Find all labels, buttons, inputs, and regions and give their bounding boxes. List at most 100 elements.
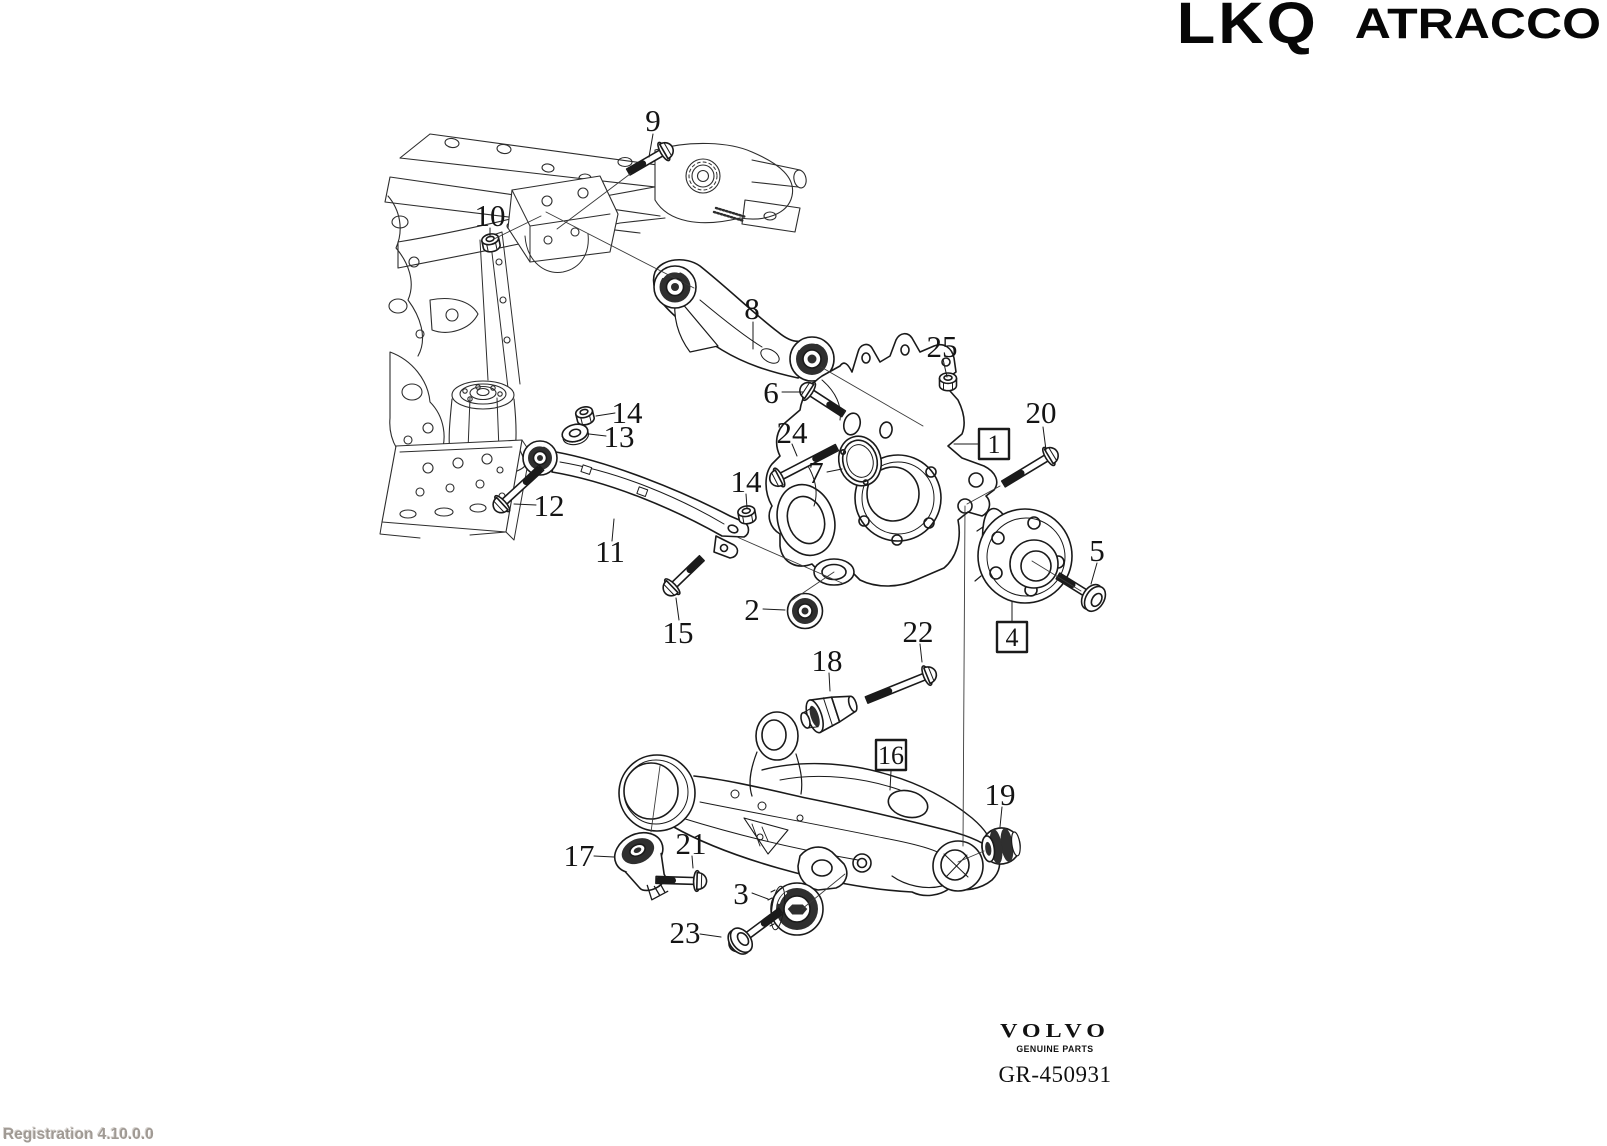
callout-leader — [611, 518, 615, 542]
callout-leader — [942, 358, 948, 378]
part-bushing-19 — [981, 827, 1021, 865]
callout-box — [874, 738, 908, 772]
axis-line-5 — [790, 571, 835, 602]
callout-leader — [828, 672, 831, 692]
callout-leader — [751, 892, 769, 900]
callout-leader — [745, 493, 748, 509]
volvo-genuine-parts-logo: VOLVO GENUINE PARTS GR-450931 — [990, 1020, 1120, 1088]
callout-leader — [919, 643, 923, 663]
callout-14[interactable]: 14 — [731, 464, 763, 509]
callout-18[interactable]: 18 — [812, 643, 843, 692]
callout-17[interactable]: 17 — [564, 838, 615, 873]
callout-number: 13 — [604, 419, 635, 454]
callout-number: 14 — [731, 464, 763, 499]
part-upper-arm — [652, 259, 835, 382]
part-bushing-2 — [786, 592, 824, 630]
callout-box — [995, 620, 1029, 654]
part-nut-25 — [938, 372, 958, 392]
callout-number: 17 — [564, 838, 595, 873]
axis-line-3 — [820, 366, 924, 427]
callout-11[interactable]: 11 — [595, 518, 625, 569]
part-nut-14a — [573, 404, 597, 428]
callout-number: 16 — [878, 741, 904, 770]
callout-leader — [513, 503, 537, 506]
callout-number: 8 — [744, 291, 760, 326]
axis-line-6 — [962, 505, 966, 847]
callout-number: 25 — [927, 329, 958, 364]
callout-7[interactable]: 7 — [808, 455, 843, 490]
callout-leader — [1042, 426, 1047, 451]
volvo-genuine-parts-label: GENUINE PARTS — [1016, 1044, 1094, 1055]
callout-number: 3 — [733, 876, 749, 911]
callout-16[interactable]: 16 — [874, 738, 908, 791]
callout-25[interactable]: 25 — [927, 329, 958, 378]
part-bolt-5 — [1053, 567, 1110, 615]
callout-leader — [648, 133, 654, 158]
callout-12[interactable]: 12 — [513, 488, 565, 523]
callout-number: 18 — [812, 643, 843, 678]
atracco-logo: ATRACCO — [1354, 0, 1601, 48]
callout-number: 9 — [645, 103, 661, 138]
part-bushing-18 — [800, 695, 858, 734]
callout-22[interactable]: 22 — [903, 614, 934, 663]
callout-24[interactable]: 24 — [777, 415, 809, 457]
callout-number: 21 — [676, 826, 707, 861]
lkq-logo: LKQ — [1176, 0, 1319, 57]
callout-number: 20 — [1026, 395, 1057, 430]
callout-19[interactable]: 19 — [985, 777, 1016, 828]
callout-3[interactable]: 3 — [733, 876, 769, 911]
callout-number: 15 — [663, 615, 694, 650]
part-bushing-3 — [766, 882, 824, 936]
header-brand: LKQ ATRACCO — [1176, 0, 1601, 57]
callout-box — [977, 427, 1011, 461]
callout-number: 4 — [1006, 623, 1019, 652]
callout-23[interactable]: 23 — [670, 915, 722, 950]
callout-number: 11 — [595, 534, 625, 569]
part-lower-arm — [618, 711, 1001, 897]
axis-line-4 — [736, 536, 843, 584]
callout-number: 6 — [763, 375, 779, 410]
callout-20[interactable]: 20 — [1026, 395, 1057, 451]
axis-line-7 — [1031, 560, 1082, 592]
callout-leader — [593, 855, 615, 858]
part-bolt-22 — [863, 662, 940, 709]
callout-14[interactable]: 14 — [595, 395, 644, 430]
callout-8[interactable]: 8 — [744, 291, 760, 350]
callout-15[interactable]: 15 — [663, 597, 694, 650]
callout-2[interactable]: 2 — [744, 592, 786, 627]
axis-line-8 — [966, 485, 1001, 505]
callout-number: 14 — [612, 395, 644, 430]
callout-number: 19 — [985, 777, 1016, 812]
callout-21[interactable]: 21 — [676, 826, 707, 869]
callout-leader — [588, 433, 607, 437]
callout-leader — [826, 468, 843, 473]
callout-leader — [699, 933, 722, 938]
callout-10[interactable]: 10 — [475, 198, 506, 238]
axis-lines — [493, 173, 1082, 910]
callout-leader — [889, 770, 892, 791]
callout-leader — [1090, 562, 1098, 585]
callout-number: 5 — [1089, 533, 1105, 568]
volvo-wordmark: VOLVO — [1000, 1020, 1110, 1042]
callout-13[interactable]: 13 — [588, 419, 635, 454]
axis-line-1 — [545, 211, 695, 289]
callout-9[interactable]: 9 — [645, 103, 661, 158]
callout-number: 23 — [670, 915, 701, 950]
callout-leader — [999, 806, 1003, 828]
callout-leader — [675, 597, 680, 621]
callout-1[interactable]: 1 — [953, 427, 1011, 461]
callout-number: 24 — [777, 415, 809, 450]
callout-leader — [762, 608, 786, 611]
callout-4[interactable]: 4 — [995, 601, 1029, 654]
part-bolt-15 — [658, 551, 709, 601]
callout-number: 10 — [475, 198, 506, 233]
callout-number: 1 — [988, 430, 1001, 459]
part-bushing-17 — [613, 831, 669, 901]
callout-number: 7 — [808, 455, 824, 490]
callout-6[interactable]: 6 — [763, 375, 804, 410]
callout-5[interactable]: 5 — [1089, 533, 1105, 585]
callout-number: 12 — [534, 488, 565, 523]
part-nut-10 — [480, 231, 502, 255]
